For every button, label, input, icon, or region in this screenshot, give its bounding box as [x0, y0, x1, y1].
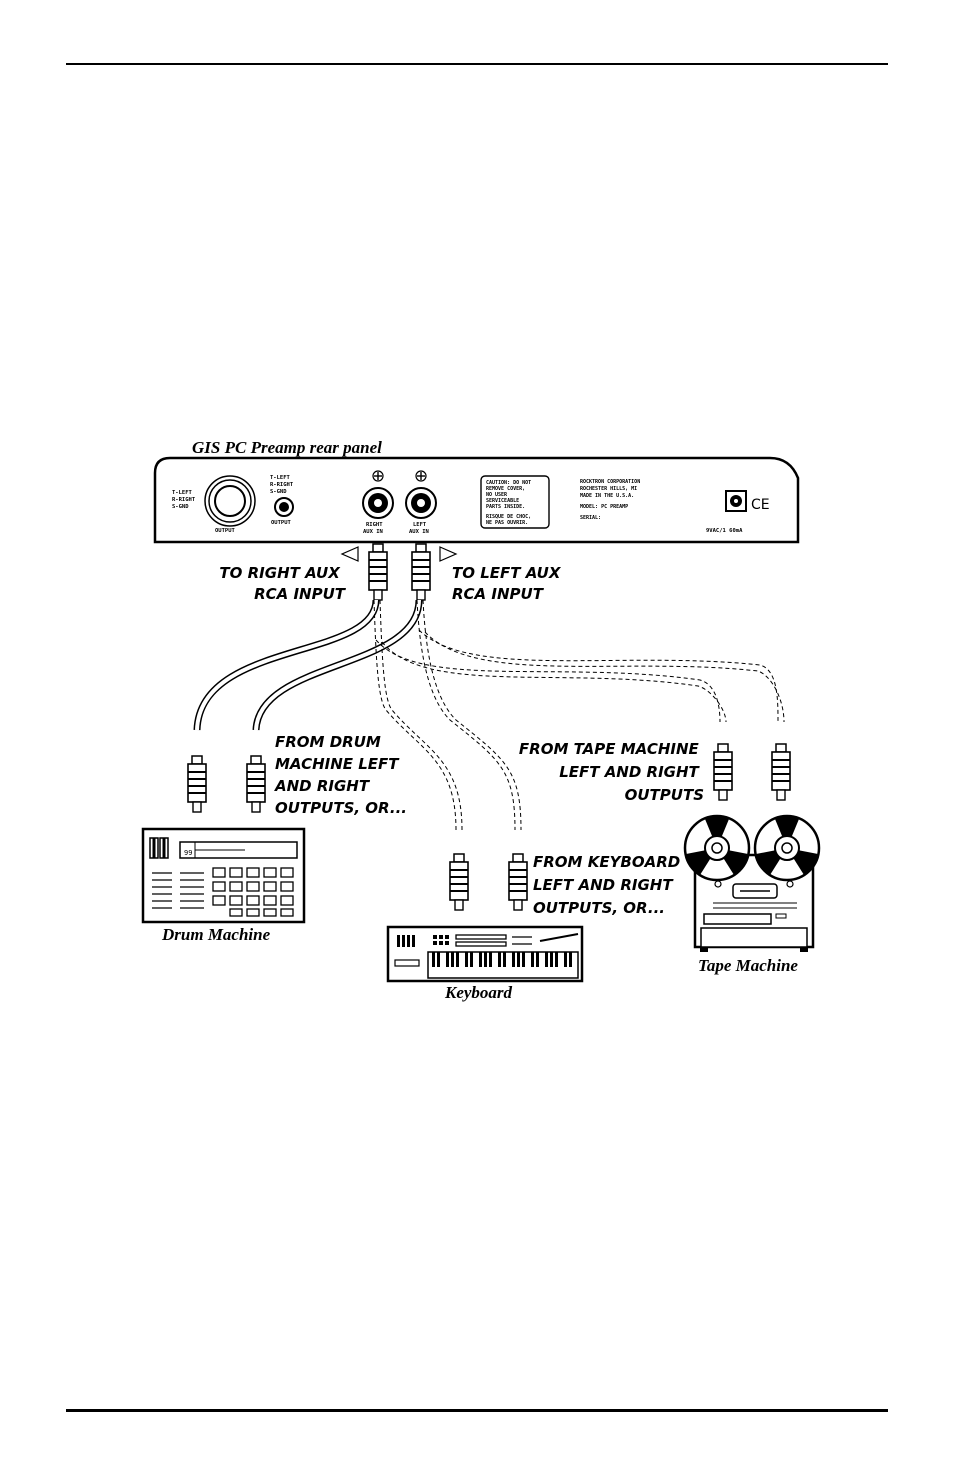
small-jack-label: OUTPUT [271, 520, 292, 526]
left-aux-label-line: LEFT [413, 522, 427, 528]
caution-line: SERVICEABLE [486, 498, 519, 504]
caution-line: NE PAS OUVRIR. [486, 520, 528, 526]
callout-from-keyboard: FROM KEYBOARD LEFT AND RIGHT OUTPUTS, OR… [533, 853, 685, 917]
caution-line: RISQUE DE CHOC, [486, 514, 531, 520]
small-legend-line: T-LEFT [270, 475, 291, 481]
callout-line: RCA INPUT [452, 585, 545, 603]
right-aux-label-line: RIGHT [366, 522, 383, 528]
small-jack-legend: T-LEFT R-RIGHT S-GND [270, 475, 297, 495]
company-line: ROCHESTER HILLS, MI [580, 486, 637, 492]
keyboard-left-plug [449, 853, 469, 911]
drum-machine-label: Drum Machine [161, 925, 271, 944]
right-aux-label-line: AUX IN [363, 529, 383, 535]
keyboard-label: Keyboard [444, 983, 513, 1002]
callout-line: FROM TAPE MACHINE [519, 740, 700, 758]
drum-left-plug [187, 755, 207, 813]
right-aux-plug [368, 543, 388, 601]
dashed-cables [373, 599, 785, 831]
drum-cables [193, 599, 423, 731]
rear-panel [153, 456, 800, 544]
callout-line: LEFT AND RIGHT [533, 876, 674, 894]
tape-left-plug [713, 743, 733, 801]
company-info: ROCKTRON CORPORATION ROCHESTER HILLS, MI… [580, 479, 643, 499]
small-legend-line: R-RIGHT [270, 482, 294, 488]
caution-line: PARTS INSIDE. [486, 504, 525, 510]
left-aux-plug [411, 543, 431, 601]
callout-line: OUTPUTS, OR... [275, 799, 407, 817]
caution-line: NO USER [486, 492, 508, 498]
callout-line: MACHINE LEFT [275, 755, 400, 773]
tape-machine-label: Tape Machine [698, 956, 798, 975]
company-line: ROCKTRON CORPORATION [580, 479, 640, 485]
callout-from-drum: FROM DRUM MACHINE LEFT AND RIGHT OUTPUTS… [274, 733, 407, 817]
serial-label: SERIAL: [580, 515, 601, 521]
power-label: 9VAC/1 60mA [706, 528, 743, 534]
output-legend-line: S-GND [172, 504, 189, 510]
callout-line: TO RIGHT AUX [219, 564, 341, 582]
output-legend-line: R-RIGHT [172, 497, 196, 503]
caution-line: CAUTION: DO NOT [486, 480, 531, 486]
caution-text: CAUTION: DO NOT REMOVE COVER, NO USER SE… [486, 480, 534, 526]
callout-line: LEFT AND RIGHT [559, 763, 700, 781]
callout-line: FROM KEYBOARD [533, 853, 680, 871]
caution-line: REMOVE COVER, [486, 486, 525, 492]
tape-machine [683, 814, 821, 952]
callout-from-tape: FROM TAPE MACHINE LEFT AND RIGHT OUTPUTS [519, 740, 704, 804]
tape-reel-right [753, 814, 821, 882]
drum-machine: 99 [141, 827, 306, 924]
output-jack-legend: T-LEFT R-RIGHT S-GND [172, 490, 199, 510]
callout-line: TO LEFT AUX [452, 564, 562, 582]
left-pointer-arrow [439, 546, 458, 562]
keyboard [386, 925, 584, 983]
small-legend-line: S-GND [270, 489, 287, 495]
keyboard-right-plug [508, 853, 528, 911]
right-aux-label: RIGHT AUX IN [363, 522, 386, 535]
callout-to-right-aux: TO RIGHT AUX RCA INPUT [219, 564, 346, 603]
callout-line: FROM DRUM [275, 733, 381, 751]
tape-right-plug [771, 743, 791, 801]
callout-line: RCA INPUT [254, 585, 347, 603]
drum-right-plug [246, 755, 266, 813]
callout-to-left-aux: TO LEFT AUX RCA INPUT [452, 564, 566, 603]
top-rule [66, 63, 888, 65]
drum-display: 99 [184, 849, 192, 857]
power-jack [725, 490, 747, 512]
small-output-jack [274, 497, 294, 517]
ce-mark: CE [751, 497, 770, 513]
tape-reel-left [683, 814, 751, 882]
model-label: MODEL: PC PREAMP [580, 504, 628, 510]
right-aux-jack [362, 470, 394, 519]
output-legend-line: T-LEFT [172, 490, 193, 496]
output-jack-label: OUTPUT [215, 528, 236, 534]
callout-line: AND RIGHT [274, 777, 371, 795]
diagram-title: GIS PC Preamp rear panel [192, 438, 382, 457]
callout-line: OUTPUTS [625, 786, 704, 804]
output-jack [204, 475, 256, 527]
caution-box [480, 475, 550, 529]
left-aux-jack [405, 470, 437, 519]
right-pointer-arrow [340, 546, 359, 562]
left-aux-label: LEFT AUX IN [409, 522, 430, 535]
bottom-rule [66, 1409, 888, 1412]
left-aux-label-line: AUX IN [409, 529, 429, 535]
company-line: MADE IN THE U.S.A. [580, 493, 634, 499]
callout-line: OUTPUTS, OR... [533, 899, 665, 917]
